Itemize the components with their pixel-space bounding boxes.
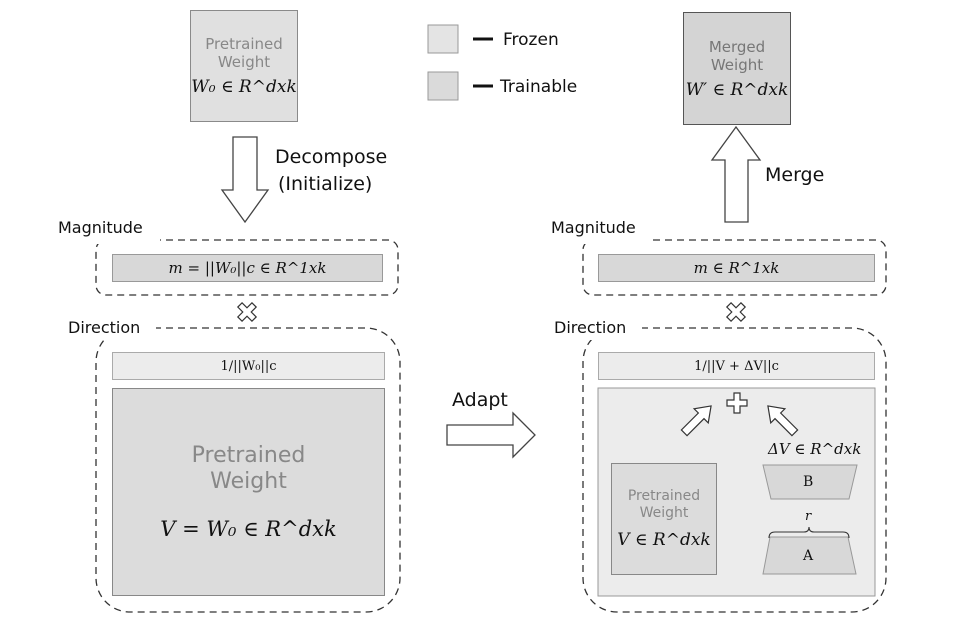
left-magnitude-formula: m = ||W₀||c ∈ R^1xk	[168, 259, 327, 277]
lora-a-trapezoid	[762, 536, 857, 575]
right-magnitude-label: Magnitude	[551, 218, 636, 237]
rank-label: r	[805, 509, 812, 524]
multiply-icon	[236, 301, 258, 323]
pretrained-weight-formula: W₀ ∈ R^dxk	[191, 77, 297, 97]
legend-frozen-label: Frozen	[503, 30, 559, 50]
right-norm-bar: 1/||V + ΔV||c	[598, 352, 875, 380]
right-magnitude-bar: m ∈ R^1xk	[598, 254, 875, 282]
left-norm-bar: 1/||W₀||c	[112, 352, 385, 380]
right-norm-formula: 1/||V + ΔV||c	[694, 358, 779, 374]
left-pretrained-weight-formula: V = W₀ ∈ R^dxk	[160, 517, 337, 542]
adapt-arrow-icon	[446, 411, 536, 459]
arrow-up-right-icon	[680, 405, 712, 437]
right-direction-dashed-box	[582, 327, 887, 613]
lora-a-label: A	[803, 548, 814, 564]
legend-trainable-swatch	[427, 71, 459, 101]
arrow-up-left-icon	[767, 405, 799, 437]
merge-label: Merge	[765, 164, 825, 186]
right-magnitude-formula: m ∈ R^1xk	[693, 259, 780, 277]
right-direction-label: Direction	[554, 318, 627, 337]
left-magnitude-dashed-box	[95, 239, 399, 296]
merged-weight-box: Merged Weight W′ ∈ R^dxk	[683, 12, 791, 125]
rank-brace	[768, 526, 850, 539]
adapt-label: Adapt	[452, 389, 508, 411]
multiply-icon	[725, 301, 747, 323]
plus-icon	[726, 392, 748, 414]
right-pretrained-weight-box: Pretrained Weight V ∈ R^dxk	[611, 463, 717, 575]
merged-weight-label: Merged Weight	[708, 37, 766, 74]
legend-frozen-swatch	[427, 24, 459, 54]
decompose-arrow-icon	[220, 136, 270, 224]
left-pretrained-weight-box: Pretrained Weight V = W₀ ∈ R^dxk	[112, 388, 385, 596]
pretrained-weight-label: Pretrained Weight	[205, 35, 283, 71]
lora-b-label: B	[803, 474, 814, 490]
legend-trainable-label: Trainable	[500, 77, 578, 97]
decompose-label: Decompose	[275, 146, 388, 168]
left-direction-label: Direction	[68, 318, 141, 337]
left-direction-dashed-box	[95, 327, 401, 613]
initialize-label: (Initialize)	[278, 173, 373, 195]
left-magnitude-bar: m = ||W₀||c ∈ R^1xk	[112, 254, 383, 282]
lora-b-trapezoid	[762, 464, 858, 500]
merge-arrow-icon	[710, 125, 762, 223]
left-pretrained-weight-label: Pretrained Weight	[191, 442, 306, 494]
right-pretrained-weight-label: Pretrained Weight	[627, 488, 701, 521]
left-magnitude-label: Magnitude	[58, 218, 143, 237]
pretrained-weight-box: Pretrained Weight W₀ ∈ R^dxk	[190, 10, 298, 122]
right-pretrained-weight-formula: V ∈ R^dxk	[617, 529, 711, 550]
delta-v-formula: ΔV ∈ R^dxk	[768, 440, 862, 458]
right-magnitude-dashed-box	[582, 239, 887, 296]
merged-weight-formula: W′ ∈ R^dxk	[685, 79, 789, 100]
left-norm-formula: 1/||W₀||c	[220, 358, 277, 374]
